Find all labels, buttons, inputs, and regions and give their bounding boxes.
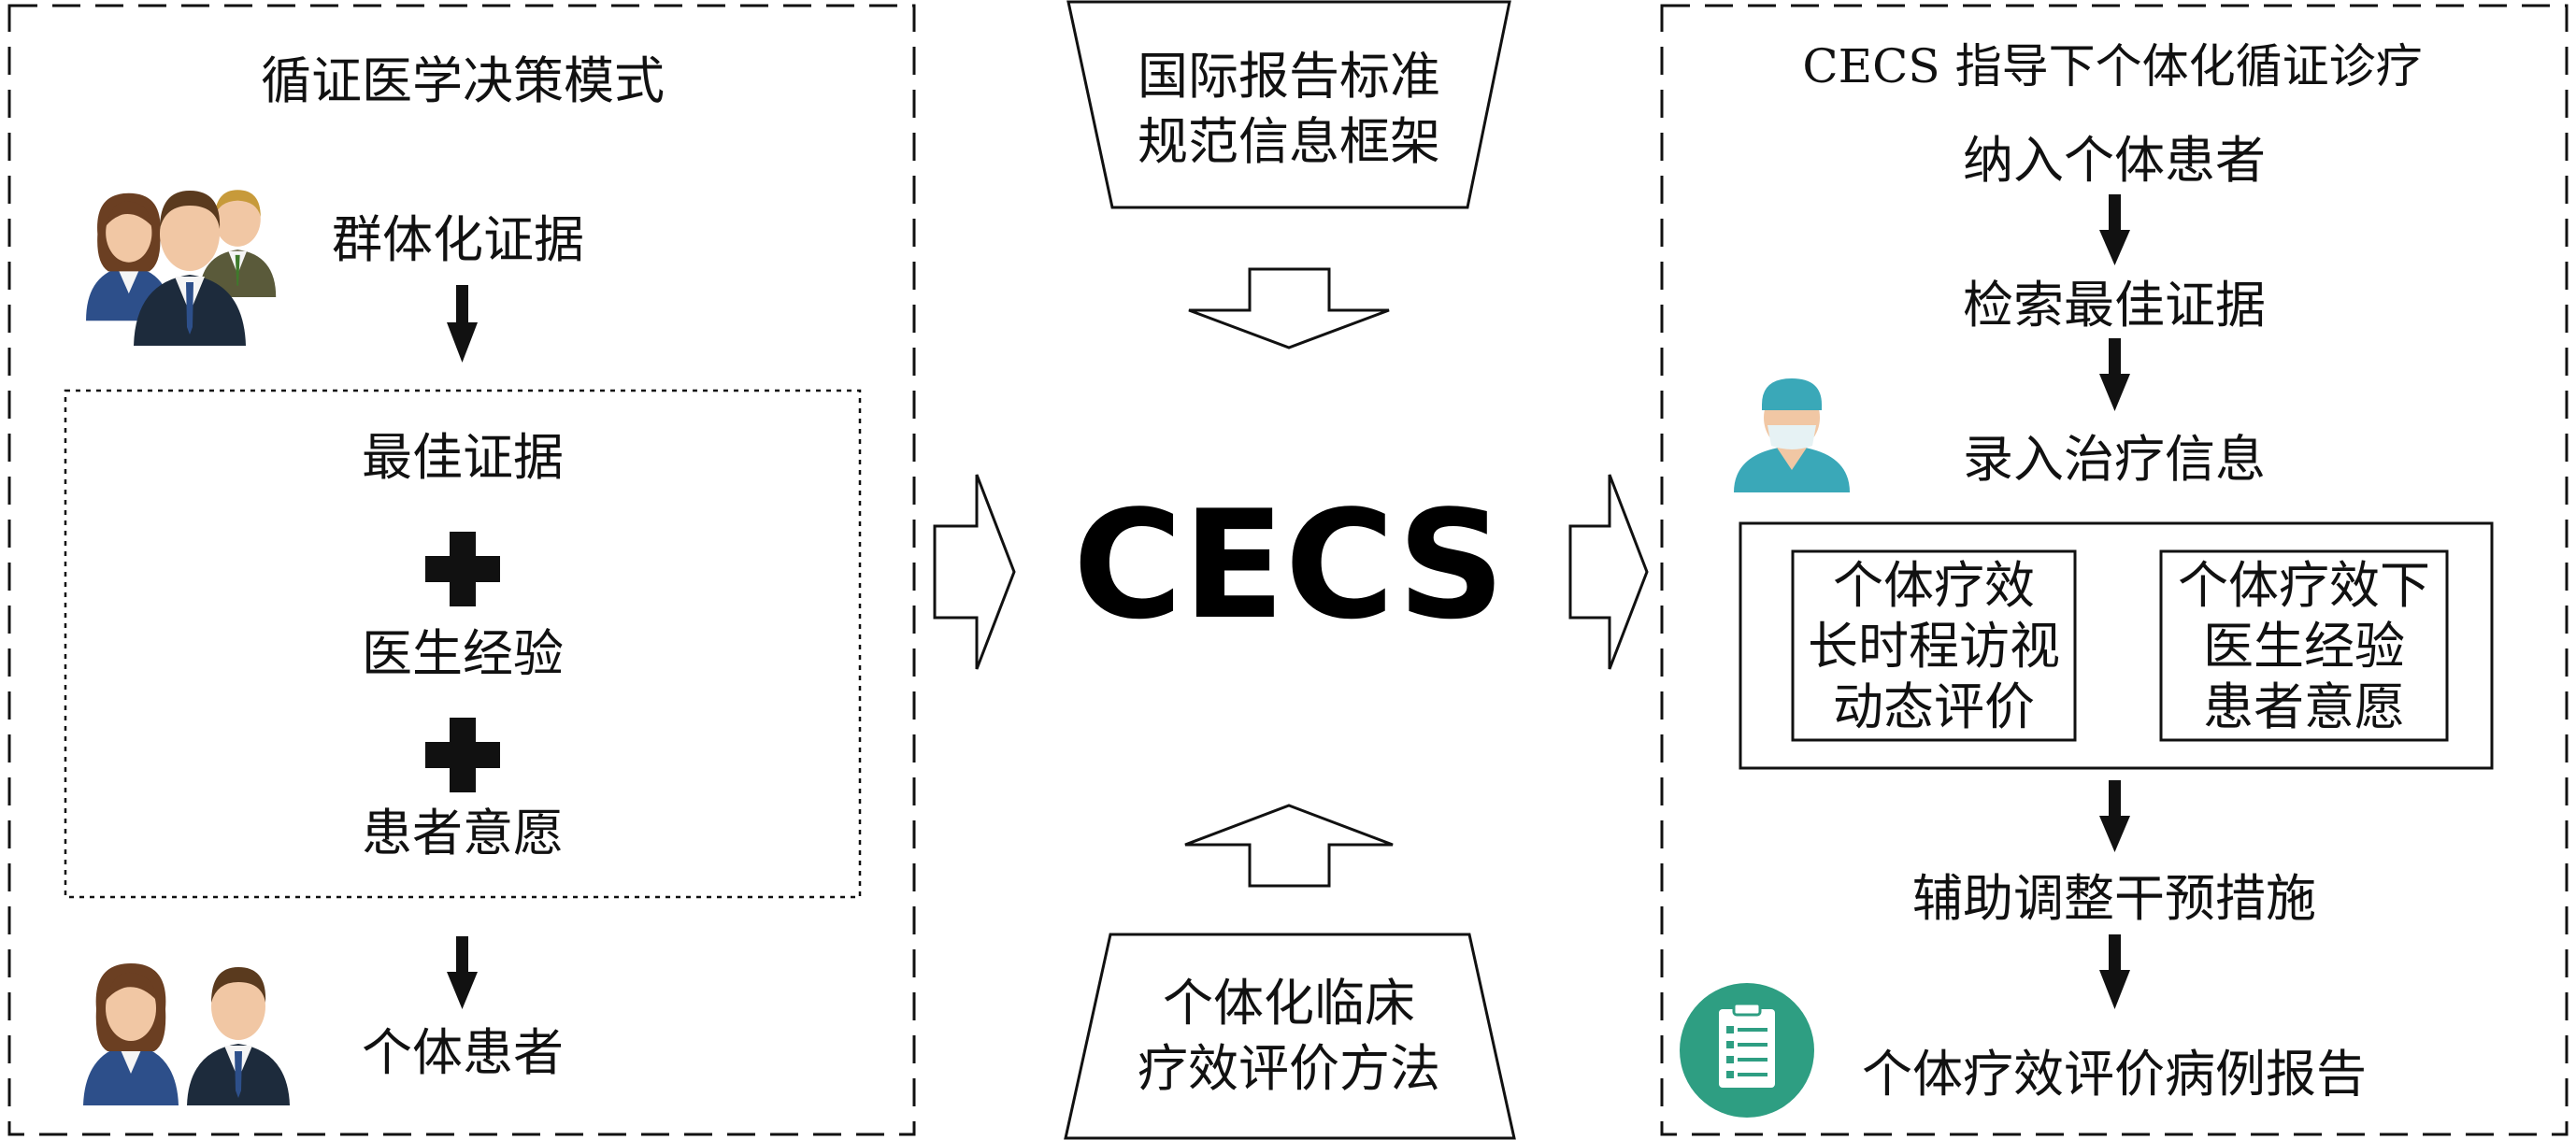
decision-factors-box: [64, 389, 862, 899]
plus-icon: [425, 718, 500, 792]
arrow-down-icon: [2099, 338, 2130, 411]
arrow-down-icon: [447, 936, 478, 1009]
efficacy-experience-line3: 患者意愿: [2203, 677, 2405, 736]
hollow-arrow-right-icon: [933, 474, 1016, 670]
arrow-down-icon: [2099, 194, 2130, 265]
efficacy-experience-box: [2159, 549, 2449, 742]
right-panel: CECS 指导下个体化循证诊疗 纳入个体患者 检索最佳证据 录入治疗信息 个体疗…: [1660, 4, 2569, 1136]
cecs-main-label: CECS: [1073, 477, 1505, 652]
individual-patient-label: 个体患者: [362, 1023, 564, 1082]
step-adjust-intervention: 辅助调整干预措施: [1912, 869, 2316, 928]
efficacy-experience-line1: 个体疗效下: [2178, 556, 2430, 615]
left-panel: 循证医学决策模式: [7, 4, 916, 1136]
step-include-patient: 纳入个体患者: [1963, 131, 2266, 190]
hollow-arrow-down-icon: [1188, 267, 1390, 349]
left-panel-title: 循证医学决策模式: [261, 51, 665, 110]
center-panel: 国际报告标准 规范信息框架 CECS 个体化临床 疗效评价方法: [1064, 0, 1516, 1140]
individual-efficacy-line3: 动态评价: [1833, 677, 2035, 736]
hollow-arrow-up-icon: [1184, 804, 1394, 888]
hollow-arrow-right-icon: [1568, 474, 1649, 670]
report-clipboard-icon: [1680, 983, 1814, 1118]
evaluation-method-line2: 疗效评价方法: [1138, 1039, 1440, 1098]
reporting-standard-line2: 规范信息框架: [1138, 112, 1440, 171]
left-panel-frame: [7, 4, 916, 1136]
people-pair-icon: [83, 963, 290, 1105]
right-panel-title: CECS 指导下个体化循证诊疗: [1802, 39, 2422, 93]
plus-icon: [425, 532, 500, 606]
individual-efficacy-line1: 个体疗效: [1833, 556, 2035, 615]
patient-wishes-label: 患者意愿: [362, 804, 564, 862]
arrow-down-icon: [2099, 780, 2130, 852]
right-panel-frame: [1660, 4, 2569, 1136]
reporting-standard-line1: 国际报告标准: [1138, 47, 1440, 106]
best-evidence-label: 最佳证据: [362, 428, 564, 487]
efficacy-experience-line2: 医生经验: [2203, 617, 2405, 676]
arrow-down-icon: [447, 285, 478, 363]
step-case-report: 个体疗效评价病例报告: [1862, 1045, 2367, 1104]
reporting-standard-box: [1066, 0, 1511, 209]
individual-efficacy-line2: 长时程访视: [1808, 617, 2060, 676]
people-group-icon: [86, 190, 277, 346]
arrow-down-icon: [2099, 934, 2130, 1009]
step-enter-treatment: 录入治疗信息: [1963, 430, 2266, 489]
doctor-experience-label: 医生经验: [362, 624, 564, 683]
individual-efficacy-box: [1791, 549, 2077, 742]
step-retrieve-evidence: 检索最佳证据: [1963, 276, 2266, 335]
group-evidence-label: 群体化证据: [332, 210, 584, 269]
evaluation-method-line1: 个体化临床: [1163, 974, 1415, 1033]
evaluation-method-box: [1064, 933, 1516, 1140]
doctor-icon: [1734, 378, 1850, 492]
evaluation-group-box: [1739, 521, 2494, 770]
